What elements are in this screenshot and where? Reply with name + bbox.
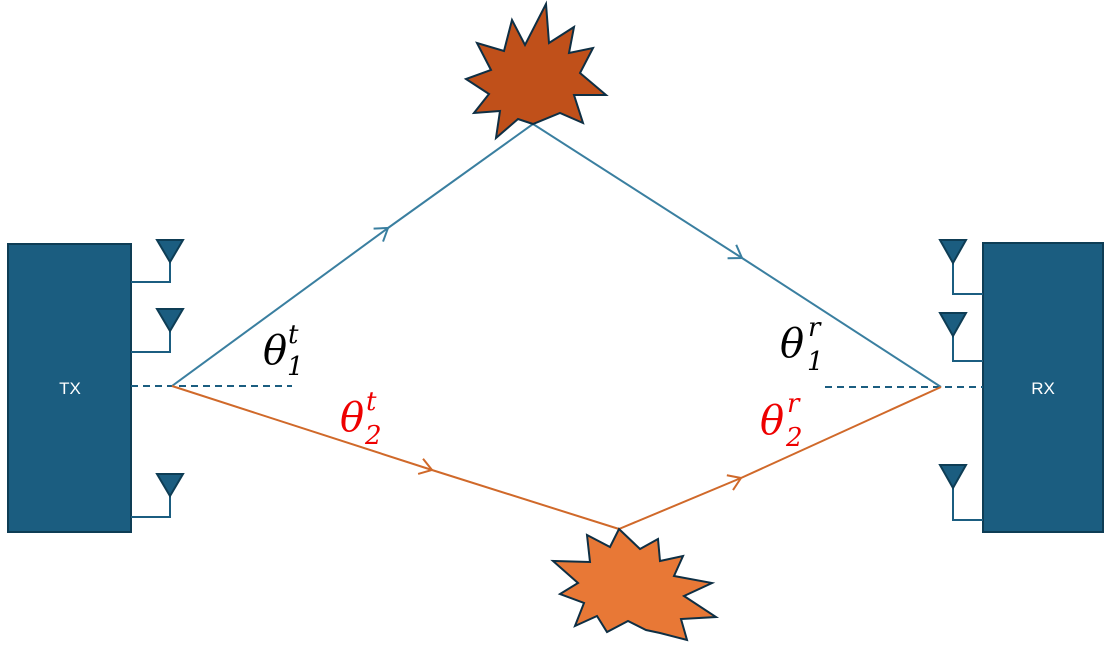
angle-superscript: r [787, 389, 801, 419]
angle-label-tx-2: θ t 2 [340, 387, 382, 451]
scatterer-2-icon [550, 527, 720, 642]
tx-antenna-icon [131, 308, 185, 353]
path-1-rx-segment [532, 123, 744, 260]
angle-symbol: θ [263, 328, 287, 374]
angle-label-tx-1: θ t 1 [263, 320, 304, 382]
path-1-tx-segment [387, 123, 534, 229]
angle-subscript: 1 [287, 352, 304, 382]
rx-box [982, 242, 1104, 533]
path-1 [171, 123, 942, 388]
rx-label: RX [1031, 379, 1055, 398]
tx-unit: TX [7, 243, 132, 533]
tx-label: TX [59, 379, 81, 398]
angle-subscript: 2 [785, 423, 803, 453]
angle-superscript: t [288, 320, 299, 350]
tx-antenna-array [131, 239, 185, 518]
angle-label-rx-2: θ r 2 [760, 389, 803, 453]
path-2-rx-segment [740, 386, 942, 479]
angle-subscript: 1 [807, 347, 824, 377]
path-2 [171, 385, 942, 530]
rx-antenna-icon [938, 464, 983, 521]
scatterer-1-icon [463, 0, 609, 141]
angle-symbol: θ [760, 398, 784, 444]
rx-antenna-array [938, 239, 983, 521]
angle-subscript: 2 [364, 421, 382, 451]
rx-unit: RX [982, 242, 1104, 533]
rx-antenna-icon [938, 312, 983, 362]
angle-symbol: θ [780, 321, 804, 367]
tx-antenna-icon [131, 239, 185, 283]
path-2-tx-segment [431, 469, 620, 530]
path-1-tx-segment [171, 226, 390, 387]
angle-superscript: r [808, 313, 822, 343]
path-1-rx-segment [741, 257, 942, 388]
angle-superscript: t [366, 387, 377, 417]
angle-label-rx-1: θ r 1 [780, 313, 824, 377]
path-2-rx-segment [618, 474, 743, 530]
tx-antenna-icon [131, 473, 185, 518]
tx-box [7, 243, 132, 533]
angle-symbol: θ [340, 395, 364, 441]
rx-antenna-icon [938, 239, 983, 295]
path-2-tx-segment [171, 385, 434, 475]
